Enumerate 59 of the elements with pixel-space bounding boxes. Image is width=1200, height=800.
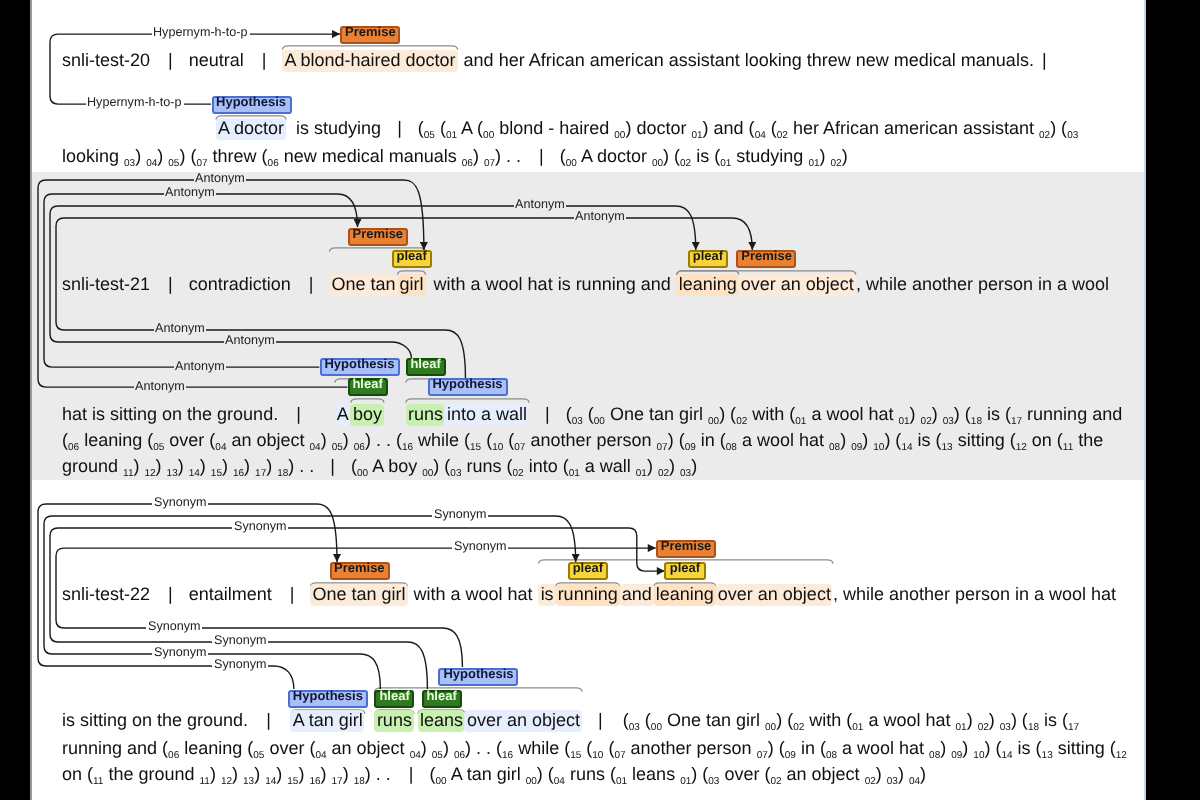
highlighted-phrase: One tan girl bbox=[310, 583, 408, 605]
example-id: snli-test-20 bbox=[62, 48, 151, 72]
separator: | bbox=[308, 272, 314, 296]
class-label: entailment bbox=[188, 582, 272, 606]
highlighted-phrase: over an object bbox=[715, 583, 833, 605]
class-label: contradiction bbox=[188, 272, 291, 296]
parse-tree-text: ($_{06}$ leaning ($_{05}$ over ($_{04}$ an object $_{04}$) $_{05}$) $_{06}$) . . ($_{16}$ while ($_{15}$ ($_{10}$ ($_{07}$ another person $_{07}$) ($_{09}$ in ($_{08}$ a wool hat $_{08}$) $_{09}$) $_{10}$) ($_{14}$ is ($_{13}$ sitting ($_{12}$ on ($_{11}$ the bbox=[62, 428, 1104, 452]
sentence-text: hat is sitting on the ground. bbox=[62, 402, 279, 426]
highlighted-phrase: runs bbox=[374, 709, 414, 731]
separator: | bbox=[168, 582, 173, 606]
arc-arrow bbox=[55, 217, 757, 379]
separator: | bbox=[1041, 48, 1047, 72]
highlighted-phrase: A tan girl bbox=[290, 709, 365, 731]
highlighted-phrase: into a wall bbox=[444, 403, 529, 425]
separator: | bbox=[289, 582, 295, 606]
sentence-text: with a wool hat bbox=[413, 582, 533, 606]
highlighted-phrase: over an object bbox=[738, 273, 856, 295]
highlighted-phrase: A bbox=[334, 403, 351, 425]
parse-tree-text: ($_{03}$ ($_{00}$ One tan girl $_{00}$) ($_{02}$ with ($_{01}$ a wool hat $_{01}$) $_{02}$) $_{03}$) ($_{18}$ is ($_{17}$ running and bbox=[565, 402, 1123, 426]
sentence-text: with a wool hat is running and bbox=[433, 272, 671, 296]
highlighted-phrase: A blond-haired doctor bbox=[282, 49, 458, 71]
parse-tree-text: on ($_{11}$ the ground $_{11}$) $_{12}$) $_{13}$) $_{14}$) $_{15}$) $_{16}$) $_{17}$) $_{18}$) . . bbox=[62, 762, 391, 786]
separator: | bbox=[296, 402, 301, 426]
sentence-text: and her African american assistant looking threw new medical manuals. bbox=[463, 48, 1034, 72]
separator: | bbox=[539, 144, 544, 168]
parse-tree-text: running and ($_{06}$ leaning ($_{05}$ over ($_{04}$ an object $_{04}$) $_{05}$) $_{06}$) . . ($_{16}$ while ($_{15}$ ($_{10}$ ($_{07}$ another person $_{07}$) ($_{09}$ in ($_{08}$ a wool hat $_{08}$) $_{09}$) $_{10}$) ($_{14}$ is ($_{13}$ sitting ($_{12}$ bbox=[62, 735, 1127, 759]
highlighted-phrase: boy bbox=[350, 403, 384, 425]
separator: | bbox=[598, 708, 603, 732]
highlighted-phrase: is bbox=[538, 583, 556, 605]
highlighted-phrase: A doctor bbox=[216, 117, 287, 139]
highlighted-phrase: over an object bbox=[464, 709, 583, 731]
separator: | bbox=[261, 48, 267, 72]
parse-tree-text: ($_{00}$ A boy $_{00}$) ($_{03}$ runs ($_{02}$ into ($_{01}$ a wall $_{01}$) $_{02}$) $_{03}$) bbox=[351, 454, 698, 478]
arc-arrow bbox=[49, 205, 700, 359]
separator: | bbox=[168, 48, 173, 72]
separator: | bbox=[168, 272, 173, 296]
example-id: snli-test-21 bbox=[62, 272, 151, 296]
class-label: neutral bbox=[188, 48, 244, 72]
parse-tree-text: looking $_{03}$) $_{04}$) $_{05}$) ($_{07}$ threw ($_{06}$ new medical manuals $_{06}$) $_{07}$) . . bbox=[62, 144, 522, 168]
arc-arrow bbox=[43, 515, 580, 690]
parse-tree-text: ($_{00}$ A tan girl $_{00}$) ($_{04}$ runs ($_{01}$ leans $_{01}$) ($_{03}$ over ($_{02}$ an object $_{02}$) $_{03}$) $_{04}$) bbox=[429, 762, 926, 786]
parse-tree-text: ($_{00}$ A doctor $_{00}$) ($_{02}$ is ($_{01}$ studying $_{01}$) $_{02}$) bbox=[559, 144, 848, 168]
parse-tree-text: ground $_{11}$) $_{12}$) $_{13}$) $_{14}$) $_{15}$) $_{16}$) $_{17}$) $_{18}$) . . bbox=[62, 454, 315, 478]
separator: | bbox=[545, 402, 550, 426]
sentence-text: , while another person in a wool hat bbox=[832, 582, 1117, 606]
parse-tree-text: ($_{03}$ ($_{00}$ One tan girl $_{00}$) ($_{02}$ with ($_{01}$ a wool hat $_{01}$) $_{02}$) $_{03}$) ($_{18}$ is ($_{17}$ bbox=[622, 708, 1080, 732]
arc-arrow bbox=[55, 544, 657, 668]
sentence-text: , while another person in a wool bbox=[855, 272, 1110, 296]
highlighted-phrase: leaning bbox=[676, 273, 739, 295]
arc-arrow bbox=[49, 527, 666, 690]
separator: | bbox=[408, 762, 414, 786]
arc-arrow bbox=[37, 179, 428, 388]
sentence-text: is sitting on the ground. bbox=[62, 708, 249, 732]
separator: | bbox=[266, 708, 271, 732]
example-id: snli-test-22 bbox=[62, 582, 151, 606]
parse-tree-text: ($_{05}$ ($_{01}$ A ($_{00}$ blond - haired $_{00}$) doctor $_{01}$) and ($_{04}$ ($_{02}$ her African american assistant $_{02}$) ($_{03}$ bbox=[417, 116, 1079, 140]
separator: | bbox=[330, 454, 336, 478]
separator: | bbox=[397, 116, 402, 140]
sentence-text: is studying bbox=[296, 116, 382, 140]
